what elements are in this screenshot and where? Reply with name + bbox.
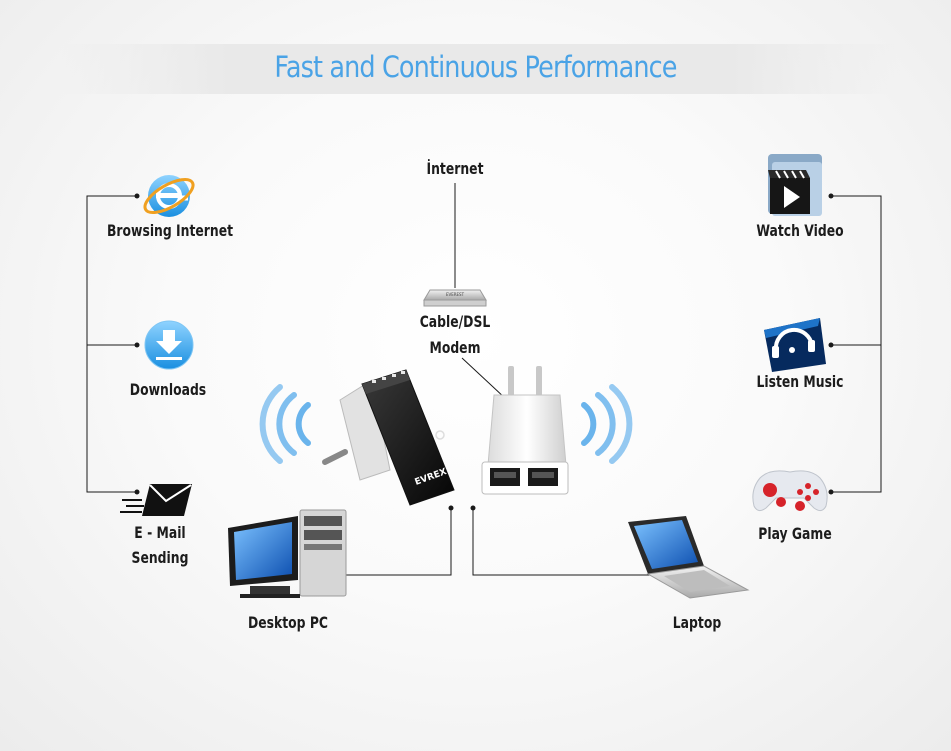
browser-icon — [143, 175, 195, 217]
desktop-pc-label: Desktop PC — [247, 613, 329, 632]
play-game-label: Play Game — [758, 524, 832, 543]
internet-label: İnternet — [426, 159, 484, 178]
email-label-line2: Sending — [131, 548, 189, 567]
desktop-line — [340, 508, 452, 576]
modem-label-line2: Modem — [429, 338, 481, 357]
email-icon — [120, 484, 192, 516]
modem-label-line1: Cable/DSL — [419, 312, 491, 331]
gamepad-icon — [752, 470, 828, 512]
right-bracket-line — [831, 195, 882, 493]
downloads-label: Downloads — [129, 380, 207, 399]
email-label-line1: E - Mail — [134, 523, 186, 542]
modem-brand: EVEREST — [446, 292, 465, 297]
laptop-line — [472, 508, 660, 576]
left-wifi-waves — [259, 384, 311, 464]
laptop-label: Laptop — [672, 613, 722, 632]
watch-video-label: Watch Video — [756, 221, 844, 240]
connector-lines — [86, 183, 882, 576]
left-bracket-line — [86, 195, 137, 493]
desktop-pc-icon — [228, 509, 347, 598]
browsing-label: Browsing Internet — [106, 221, 234, 240]
music-icon — [764, 318, 826, 372]
title-band — [60, 44, 900, 94]
download-icon — [144, 320, 194, 370]
video-icon — [768, 154, 822, 216]
page-title: Fast and Continuous Performance — [274, 50, 677, 84]
white-repeater-device — [481, 366, 569, 495]
right-wifi-waves — [581, 384, 633, 464]
laptop-icon — [628, 516, 750, 599]
black-repeater-device: EVREX — [322, 369, 455, 506]
modem-icon: EVEREST — [423, 289, 487, 307]
listen-music-label: Listen Music — [756, 372, 844, 391]
